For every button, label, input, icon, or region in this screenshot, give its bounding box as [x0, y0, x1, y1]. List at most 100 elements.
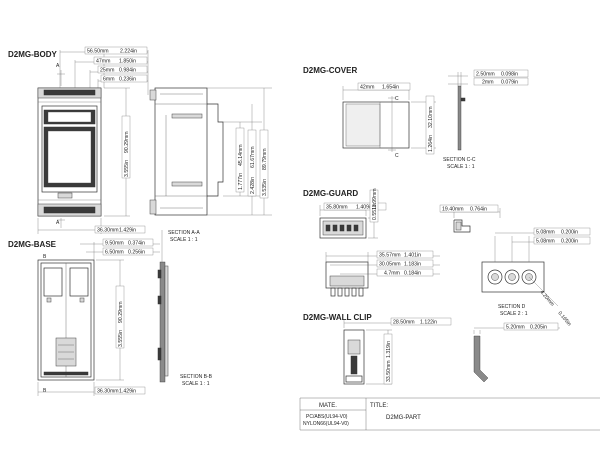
body-top-dims: 56.50mm 2.224in 47mm 1.850in 25mm 0.984i… [59, 46, 149, 95]
dim-body-45-in: 1.777in [238, 173, 244, 190]
dim-base-height-in: 3.555in [118, 330, 124, 347]
dim-guard-pitch-a-in: 0.200in [561, 230, 578, 236]
clip-side-view: 5.20mm 0.205in [473, 322, 560, 383]
dim-cover-2-in: 0.079in [501, 80, 518, 86]
dim-body-45-mm: 45.14mm [238, 144, 244, 166]
body-side-dims: 45.14mm 1.777in 61.67mm 2.428in 89.79mm … [207, 87, 272, 216]
dim-guard-30-05-mm: 30.05mm [379, 262, 401, 268]
dim-cover-2-mm: 2mm [482, 80, 494, 86]
guard-front-view: 35.57mm 1.401in 30.05mm 1.183in 4.7mm 0.… [325, 250, 440, 297]
dim-guard-35-57-in: 1.401in [404, 253, 421, 259]
dim-clip-height-in: 1.319in [386, 341, 392, 358]
body-front-dims: 36.30mm 1.429in 90.29mm 3.555in [37, 87, 146, 234]
dim-body-89-in: 3.535in [262, 179, 268, 196]
dim-body-width-in: 2.224in [120, 49, 137, 55]
dim-guard-width-in: 1.409in [356, 205, 373, 211]
dim-base-height-mm: 90.29mm [118, 301, 124, 323]
dim-guard-dia-mm: 4.20mm [538, 289, 555, 307]
dim-body-6-in: 0.236in [119, 77, 136, 83]
section-a-a-label: SECTION A-A [168, 230, 200, 236]
body-front-view [37, 87, 102, 217]
dim-base-width-mm: 36.30mm [97, 389, 119, 395]
material-2: NYLON66(UL94-V0) [303, 421, 349, 427]
dim-clip-thk-mm: 5.20mm [506, 325, 525, 331]
cover-section-mark-top: C [395, 96, 399, 102]
title-block: MATE. TITLE: PC/ABS(UL94-V0) NYLON66(UL9… [299, 397, 600, 431]
body-section-mark-top: A [56, 63, 60, 69]
dim-base-6-mm: 6.50mm [105, 250, 124, 256]
section-b-b-scale: SCALE 1 : 1 [182, 381, 210, 387]
section-c-c-label: SECTION C-C [443, 157, 476, 163]
section-d-scale: SCALE 2 : 1 [500, 311, 528, 317]
cover-section-mark-bottom: C [395, 153, 399, 159]
base-section-mark-bottom: B [43, 388, 47, 394]
dim-guard-depth-mm: 13.99mm [372, 188, 378, 210]
dim-guard-19-4-mm: 19.40mm [442, 207, 464, 213]
part-name: D2MG-PART [386, 415, 421, 421]
dim-cover-width-mm: 42mm [360, 85, 374, 91]
dim-body-25-mm: 25mm [100, 68, 114, 74]
dim-clip-width-mm: 28.50mm [393, 320, 415, 326]
guard-top-view: 35.80mm 1.409in 13.99mm 0.551in [319, 188, 387, 239]
base-title: D2MG-BASE [8, 240, 57, 249]
section-a-a-scale: SCALE 1 : 1 [170, 237, 198, 243]
dim-base-6-in: 0.256in [128, 250, 145, 256]
dim-cover-2-5-mm: 2.50mm [476, 72, 495, 78]
dim-body-base-width-in: 1.429in [119, 228, 136, 234]
dim-body-height-in: 3.555in [124, 160, 130, 177]
dim-cover-width-in: 1.654in [382, 85, 399, 91]
section-b-b-label: SECTION B-B [180, 374, 213, 380]
base-dims: 9.50mm 0.374in 6.50mm 0.256in 90.29mm 3.… [37, 238, 160, 396]
dim-base-9-in: 0.374in [128, 241, 145, 247]
dim-guard-depth-in: 0.551in [372, 203, 378, 220]
dim-cover-height-mm: 32.10mm [428, 106, 434, 128]
dim-guard-4-7-in: 0.184in [404, 271, 421, 277]
mate-label: MATE. [319, 403, 337, 409]
section-d-view: 5.08mm 0.200in 5.08mm 0.200in 4.20mm 0.1… [481, 227, 591, 327]
dim-body-61-mm: 61.67mm [250, 146, 256, 168]
cover-title: D2MG-COVER [303, 66, 357, 75]
dim-base-9-mm: 9.50mm [105, 241, 124, 247]
dim-clip-thk-in: 0.205in [530, 325, 547, 331]
dim-body-47-in: 1.850in [119, 59, 136, 65]
section-d-label: SECTION D [498, 304, 526, 310]
dim-guard-30-05-in: 1.183in [404, 262, 421, 268]
dim-guard-4-7-mm: 4.7mm [384, 271, 400, 277]
dim-body-6-mm: 6mm [103, 77, 115, 83]
guard-side-view: 19.40mm 0.764in [439, 204, 501, 233]
dim-clip-height-mm: 33.50mm [386, 360, 392, 382]
dim-cover-2-5-in: 0.098in [501, 72, 518, 78]
title-label: TITLE: [370, 403, 388, 409]
dim-guard-width-mm: 35.80mm [326, 205, 348, 211]
section-c-c-scale: SCALE 1 : 1 [447, 164, 475, 170]
dim-body-25-in: 0.984in [119, 68, 136, 74]
base-section-mark-top: B [43, 254, 47, 260]
body-side-view [149, 87, 224, 216]
body-title: D2MG-BODY [8, 50, 58, 59]
dim-body-89-mm: 89.79mm [262, 148, 268, 170]
dim-body-width-mm: 56.50mm [87, 49, 109, 55]
dim-clip-width-in: 1.122in [420, 320, 437, 326]
dim-guard-dia-in: 0.165in [556, 310, 572, 327]
cover-front-view: 42mm 1.654in C C 32.10mm 1.264in [342, 82, 436, 159]
dim-body-height-mm: 90.29mm [124, 131, 130, 153]
dim-guard-pitch-b-mm: 5.08mm [536, 239, 555, 245]
cover-section-view: 2.50mm 0.098in 2mm 0.079in SECTION C-C S… [443, 69, 529, 170]
body-section-mark-bottom: A [56, 220, 60, 226]
clip-front-view: 28.50mm 1.122in 33.50mm 1.319in [343, 317, 452, 385]
base-front-view [37, 259, 95, 381]
dim-body-61-in: 2.428in [250, 177, 256, 194]
dim-base-width-in: 1.429in [119, 389, 136, 395]
section-a-a-view: SECTION A-A SCALE 1 : 1 SECTION B-B SCAL… [157, 230, 213, 387]
dim-guard-pitch-a-mm: 5.08mm [536, 230, 555, 236]
dim-guard-19-4-in: 0.764in [470, 207, 487, 213]
clip-title: D2MG-WALL CLIP [303, 313, 372, 322]
dim-cover-height-in: 1.264in [428, 135, 434, 152]
dim-guard-35-57-mm: 35.57mm [379, 253, 401, 259]
dim-body-47-mm: 47mm [96, 59, 110, 65]
material-1: PC/ABS(UL94-V0) [306, 414, 348, 420]
dim-guard-pitch-b-in: 0.200in [561, 239, 578, 245]
dim-body-base-width-mm: 36.30mm [97, 228, 119, 234]
